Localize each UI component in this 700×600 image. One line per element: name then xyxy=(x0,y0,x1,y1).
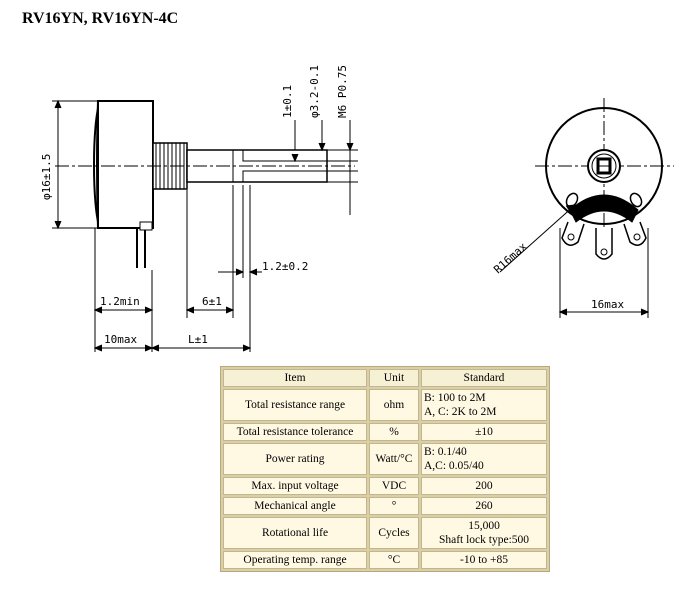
cell-standard-line: A,C: 0.05/40 xyxy=(424,460,484,472)
dim-groove-label: 1.2±0.2 xyxy=(262,260,308,273)
side-view xyxy=(52,99,358,352)
cell-standard: -10 to +85 xyxy=(421,551,547,569)
cell-standard-line: Shaft lock type:500 xyxy=(438,534,530,546)
table-row: Operating temp. range°C -10 to +85 xyxy=(223,551,547,569)
cell-standard-line: A, C: 2K to 2M xyxy=(424,406,497,418)
dim-shaft-flat-len-label: 6±1 xyxy=(202,295,222,308)
front-view xyxy=(499,98,674,318)
dim-width-label: 16max xyxy=(591,298,624,311)
cell-standard: 200 xyxy=(421,477,547,495)
cell-unit: Watt/°C xyxy=(369,443,419,475)
cell-item: Max. input voltage xyxy=(223,477,367,495)
cell-item: Operating temp. range xyxy=(223,551,367,569)
dim-radius-label: R16max xyxy=(491,240,530,277)
technical-drawing: φ16±1.5 1±0.1 φ3.2-0.1 M6 P0.75 1.2±0.2 … xyxy=(40,65,674,352)
dim-terminal-min-label: 1.2min xyxy=(100,295,140,308)
cell-unit: ° xyxy=(369,497,419,515)
cell-unit: Cycles xyxy=(369,517,419,549)
cell-standard-line: ±10 xyxy=(475,426,493,438)
page-title: RV16YN, RV16YN-4C xyxy=(22,10,179,27)
cell-unit: VDC xyxy=(369,477,419,495)
cell-standard-line: 200 xyxy=(475,480,493,492)
cell-item: Total resistance range xyxy=(223,389,367,421)
dim-shaft-len-label: L±1 xyxy=(188,333,208,346)
header-standard: Standard xyxy=(421,369,547,387)
dim-shaft-flat-label: 1±0.1 xyxy=(281,85,294,118)
cell-unit: % xyxy=(369,423,419,441)
cell-unit: ohm xyxy=(369,389,419,421)
dim-body-max-label: 10max xyxy=(104,333,137,346)
header-item: Item xyxy=(223,369,367,387)
table-row: Mechanical angle° 260 xyxy=(223,497,547,515)
cell-standard: 260 xyxy=(421,497,547,515)
dim-thread-label: M6 P0.75 xyxy=(336,65,349,118)
spec-table: Item Unit Standard Total resistance rang… xyxy=(220,366,550,572)
cell-standard-line: 260 xyxy=(475,500,493,512)
dim-shaft-dia-label: φ3.2-0.1 xyxy=(308,65,321,118)
table-row: Total resistance tolerance% ±10 xyxy=(223,423,547,441)
cell-standard-line: B: 100 to 2M xyxy=(424,392,486,404)
dim-diameter-label: φ16±1.5 xyxy=(40,154,53,200)
cell-item: Power rating xyxy=(223,443,367,475)
cell-standard-line: B: 0.1/40 xyxy=(424,446,467,458)
cell-standard-line: -10 to +85 xyxy=(459,554,508,566)
cell-standard: ±10 xyxy=(421,423,547,441)
cell-unit: °C xyxy=(369,551,419,569)
cell-standard-line: 15,000 xyxy=(468,520,500,532)
cell-item: Mechanical angle xyxy=(223,497,367,515)
cell-item: Total resistance tolerance xyxy=(223,423,367,441)
header-unit: Unit xyxy=(369,369,419,387)
cell-item: Rotational life xyxy=(223,517,367,549)
table-header-row: Item Unit Standard xyxy=(223,369,547,387)
cell-standard: B: 100 to 2M A, C: 2K to 2M xyxy=(421,389,547,421)
